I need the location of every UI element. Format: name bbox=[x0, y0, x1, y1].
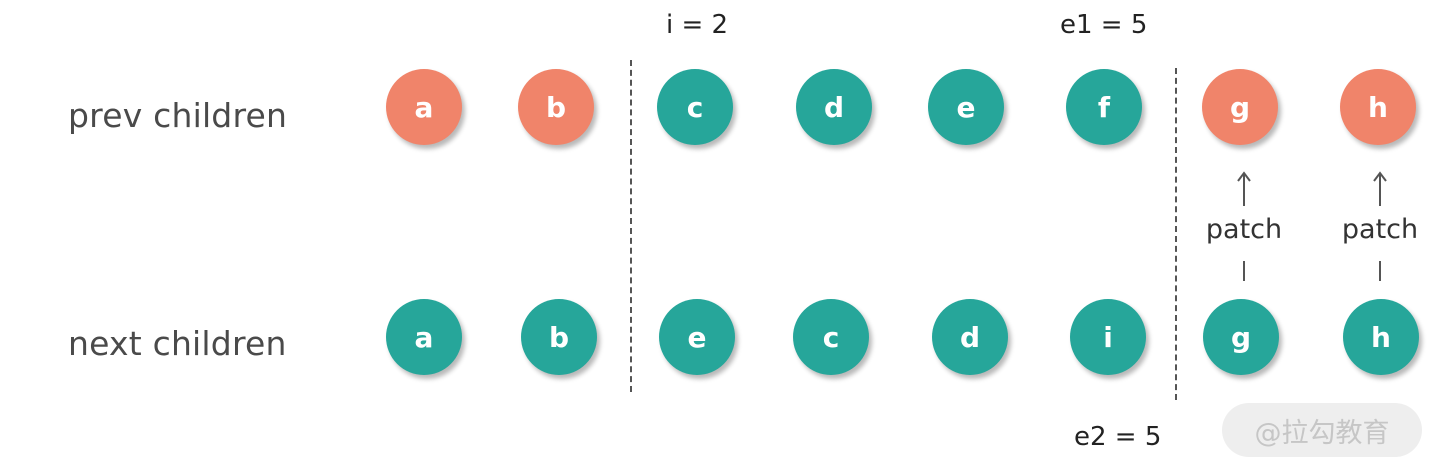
e1-marker-label: e1 = 5 bbox=[1060, 10, 1148, 40]
node-letter: e bbox=[687, 320, 707, 354]
node-letter: g bbox=[1230, 320, 1252, 354]
prev-node: b bbox=[518, 69, 594, 145]
prev-node: f bbox=[1066, 69, 1142, 145]
patch-label: patch bbox=[1205, 214, 1283, 245]
next-node: i bbox=[1070, 299, 1146, 375]
patch-connector-line bbox=[1243, 261, 1245, 281]
left-divider-line bbox=[630, 60, 632, 392]
node-letter: c bbox=[822, 320, 840, 354]
next-children-label: next children bbox=[68, 324, 287, 363]
watermark-badge: @拉勾教育 bbox=[1222, 403, 1422, 457]
next-node: g bbox=[1203, 299, 1279, 375]
patch-label: patch bbox=[1341, 214, 1419, 245]
node-letter: g bbox=[1229, 90, 1251, 124]
prev-node: c bbox=[657, 69, 733, 145]
node-letter: b bbox=[545, 90, 567, 124]
prev-children-label: prev children bbox=[68, 96, 288, 135]
node-letter: d bbox=[959, 320, 981, 354]
next-node: c bbox=[793, 299, 869, 375]
prev-node: e bbox=[928, 69, 1004, 145]
node-letter: c bbox=[686, 90, 704, 124]
next-node: d bbox=[932, 299, 1008, 375]
next-node: h bbox=[1343, 299, 1419, 375]
node-letter: a bbox=[414, 90, 434, 124]
next-node: a bbox=[386, 299, 462, 375]
prev-node: a bbox=[386, 69, 462, 145]
node-letter: d bbox=[823, 90, 845, 124]
node-letter: a bbox=[414, 320, 434, 354]
up-arrow-icon bbox=[1237, 171, 1251, 206]
node-letter: b bbox=[548, 320, 570, 354]
e2-marker-label: e2 = 5 bbox=[1074, 422, 1162, 452]
patch-connector-line bbox=[1379, 261, 1381, 281]
prev-node: g bbox=[1202, 69, 1278, 145]
node-letter: i bbox=[1103, 320, 1113, 354]
prev-node: h bbox=[1340, 69, 1416, 145]
prev-node: d bbox=[796, 69, 872, 145]
node-letter: e bbox=[956, 90, 976, 124]
right-divider-line bbox=[1175, 68, 1177, 400]
node-letter: h bbox=[1371, 320, 1391, 354]
next-node: e bbox=[659, 299, 735, 375]
i-marker-label: i = 2 bbox=[666, 10, 729, 40]
node-letter: f bbox=[1097, 90, 1111, 124]
node-letter: h bbox=[1368, 90, 1388, 124]
up-arrow-icon bbox=[1373, 171, 1387, 206]
next-node: b bbox=[521, 299, 597, 375]
